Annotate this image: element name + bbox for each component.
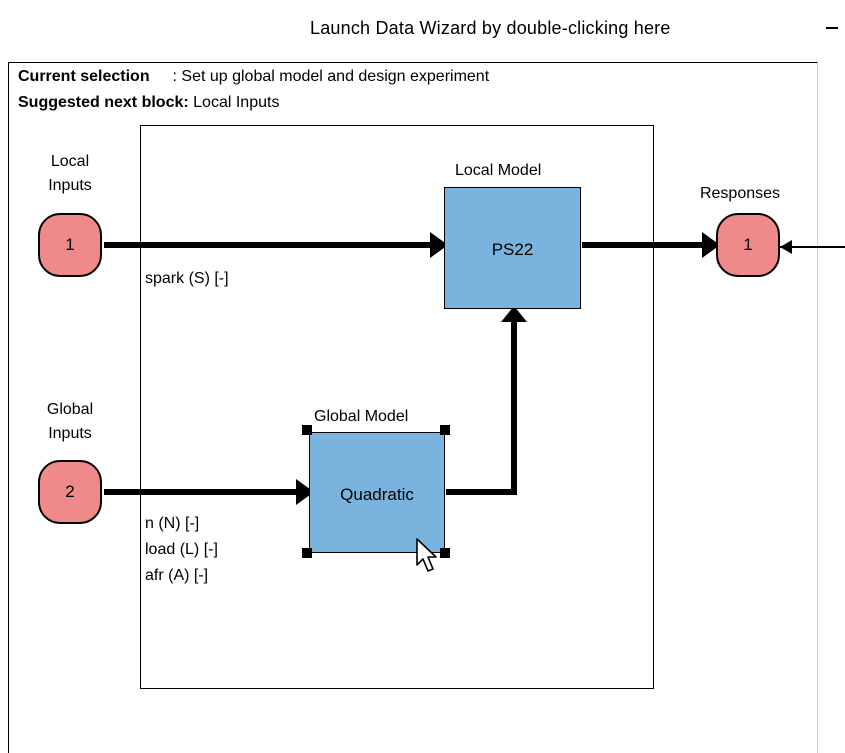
suggested-next-line: Suggested next block: Local Inputs: [18, 94, 279, 112]
global-var-n: n (N) [-]: [145, 515, 200, 532]
selection-handle-top-right[interactable]: [440, 425, 450, 435]
model-boundary-frame: [140, 125, 654, 689]
global-inputs-label-line1: Global: [46, 401, 94, 418]
global-inputs-label-line2: Inputs: [48, 425, 92, 442]
arrowhead-local-model: [430, 232, 448, 258]
selection-handle-bottom-right[interactable]: [440, 548, 450, 558]
mouse-cursor-icon: [416, 538, 437, 572]
current-selection-line: Current selection : Set up global model …: [18, 68, 489, 86]
local-model-block[interactable]: PS22: [444, 187, 581, 309]
global-model-name: Quadratic: [340, 485, 414, 504]
local-model-title: Local Model: [455, 162, 542, 179]
global-model-title: Global Model: [314, 408, 409, 425]
connection-wires: [104, 27, 845, 505]
current-selection-value: : Set up global model and design experim…: [172, 68, 490, 85]
responses-count: 1: [743, 235, 753, 254]
local-var-spark: spark (S) [-]: [145, 270, 229, 287]
global-var-afr: afr (A) [-]: [145, 567, 209, 584]
responses-port[interactable]: 1: [716, 213, 780, 277]
suggested-next-value: Local Inputs: [193, 94, 280, 111]
data-wizard-callout[interactable]: Launch Data Wizard by double-clicking he…: [310, 18, 671, 38]
local-inputs-port[interactable]: 1: [38, 213, 102, 277]
local-inputs-count: 1: [65, 235, 75, 254]
callout-pointer-arrowhead: [780, 240, 792, 254]
local-inputs-label: Local Inputs: [34, 150, 106, 198]
global-inputs-label: Global Inputs: [34, 398, 106, 446]
global-var-load: load (L) [-]: [145, 541, 218, 558]
arrowhead-responses: [702, 232, 720, 258]
local-inputs-label-line1: Local: [50, 153, 90, 170]
arrowhead-global-model: [296, 479, 314, 505]
local-model-name: PS22: [491, 240, 534, 259]
global-model-block[interactable]: Quadratic: [309, 432, 445, 553]
global-inputs-port[interactable]: 2: [38, 460, 102, 524]
suggested-next-label: Suggested next block:: [18, 94, 189, 111]
model-diagram-panel: [8, 62, 818, 753]
responses-label: Responses: [699, 185, 781, 202]
selection-handle-bottom-left[interactable]: [302, 548, 312, 558]
selection-handle-top-left[interactable]: [302, 425, 312, 435]
current-selection-label: Current selection: [18, 68, 150, 85]
local-inputs-label-line2: Inputs: [48, 177, 92, 194]
global-inputs-count: 2: [65, 482, 75, 501]
arrowhead-global-to-local: [501, 306, 527, 322]
